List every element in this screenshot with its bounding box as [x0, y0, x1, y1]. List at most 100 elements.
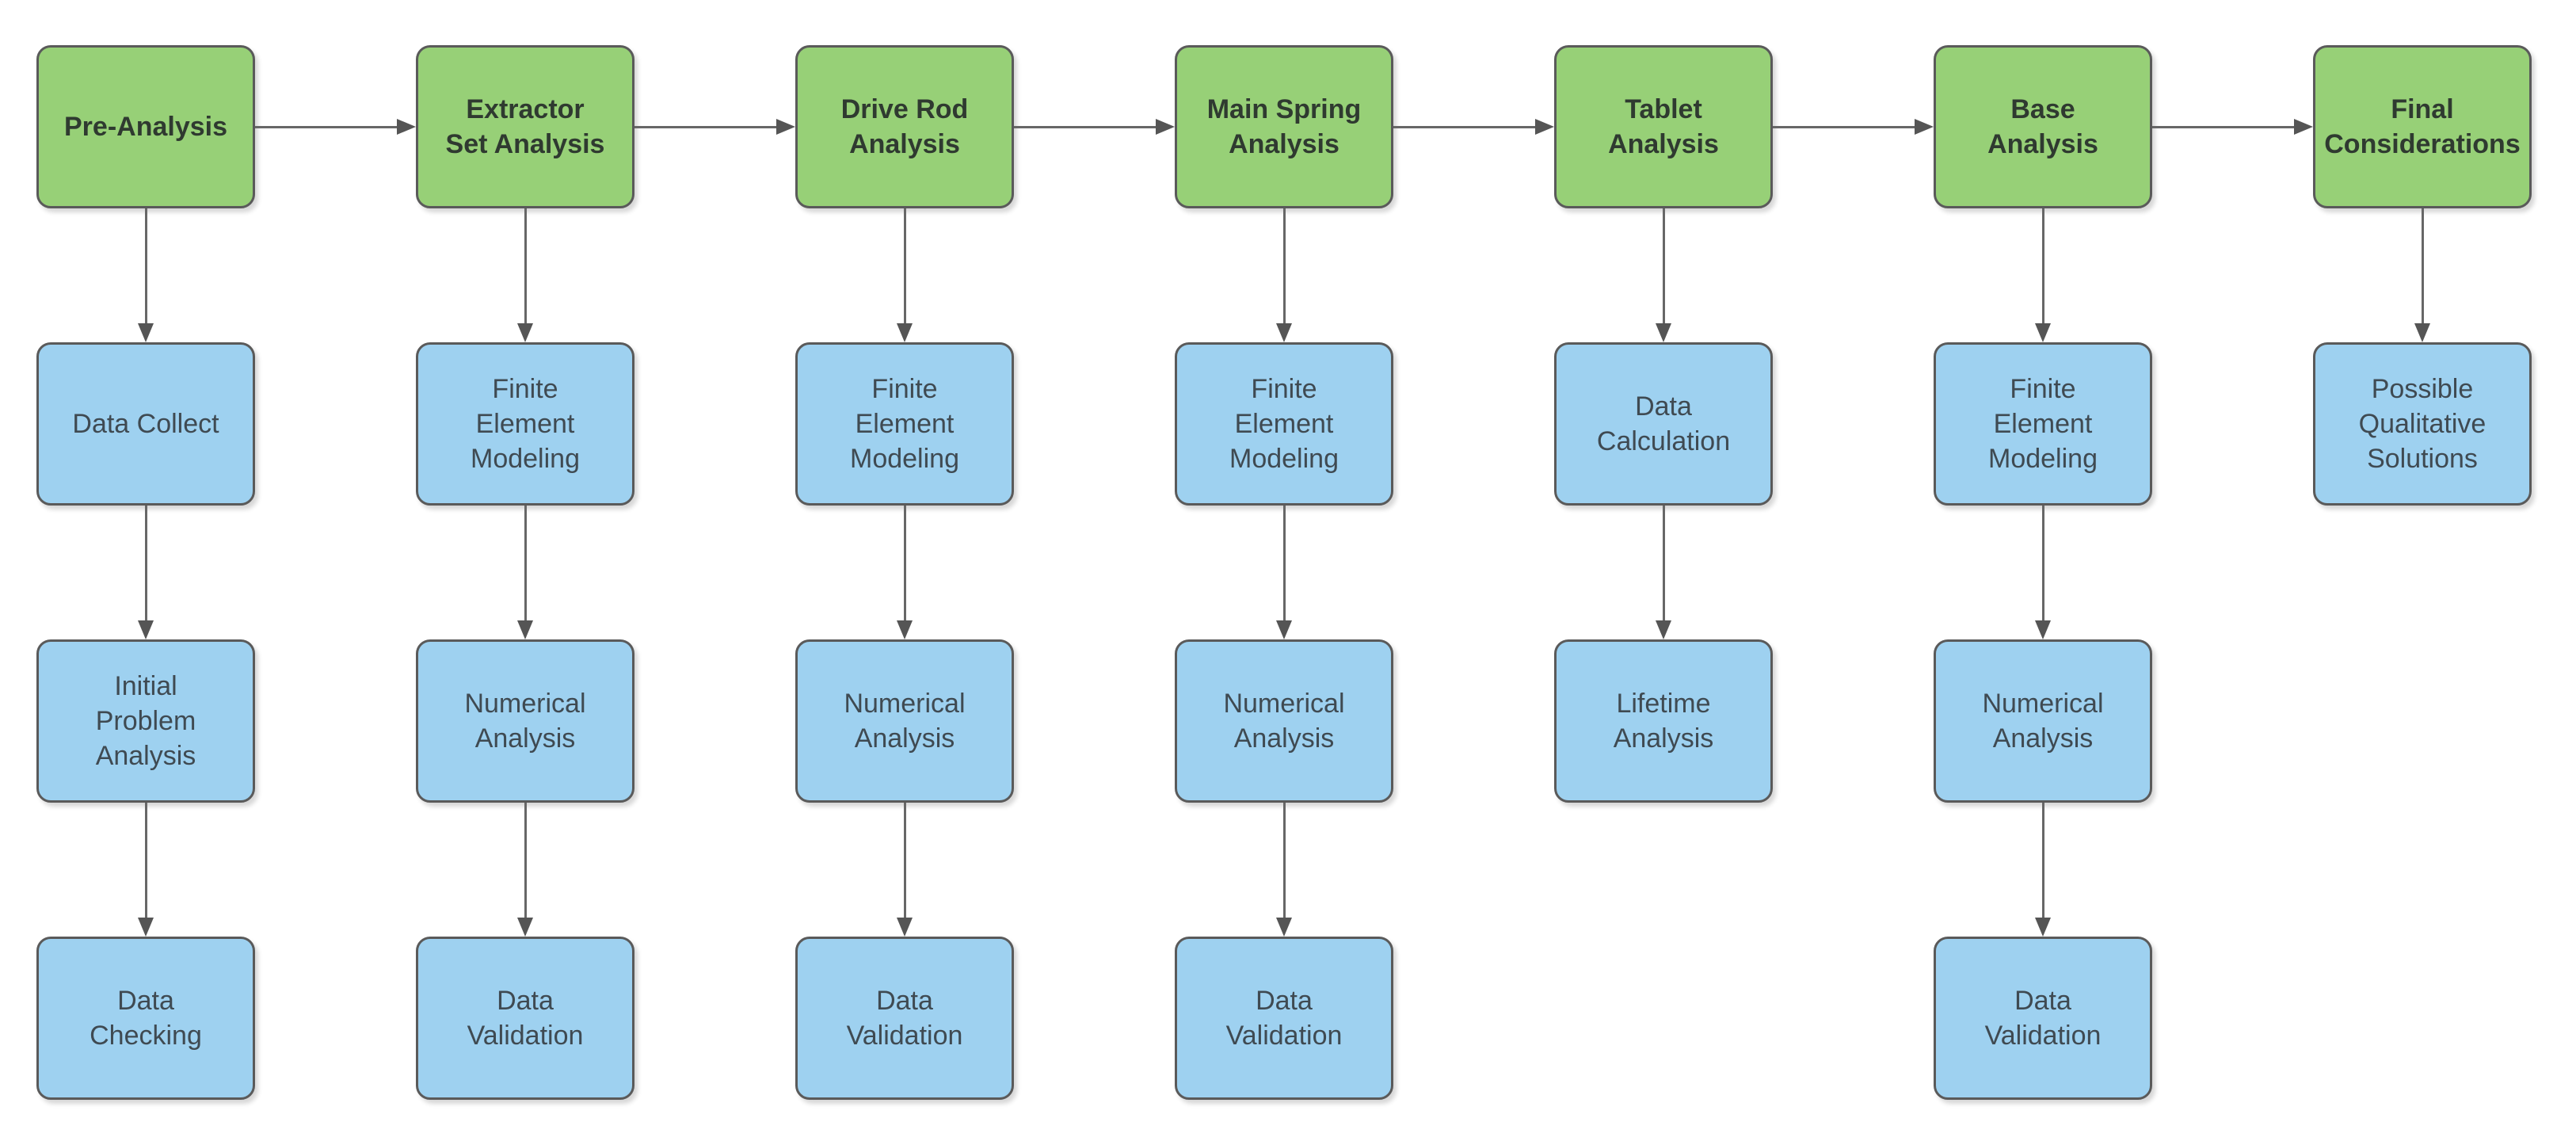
- flow-node-label-line: Analysis: [95, 741, 196, 771]
- arrow-down-line: [1282, 208, 1286, 325]
- flow-node-label-line: Numerical: [844, 689, 966, 719]
- flow-node-data-collect: Data Collect: [36, 342, 255, 506]
- flow-node-label-line: Numerical: [1982, 689, 2104, 719]
- arrow-down-head-icon: [897, 620, 913, 639]
- flow-node-label-line: Modeling: [850, 444, 959, 474]
- flow-node-label-line: Data: [117, 986, 174, 1016]
- flow-node-label-line: Calculation: [1596, 426, 1731, 456]
- arrow-down-head-icon: [138, 323, 154, 342]
- arrow-down-head-icon: [1656, 620, 1671, 639]
- arrow-right-head-icon: [1156, 119, 1175, 135]
- flow-node-label-line: Drive Rod: [840, 94, 969, 124]
- arrow-down-head-icon: [1276, 620, 1292, 639]
- arrow-right-line: [1773, 125, 1916, 128]
- flow-node-label-line: Pre-Analysis: [64, 112, 227, 142]
- flow-node-label-line: Element: [855, 409, 955, 439]
- arrow-down-line: [144, 803, 147, 919]
- arrow-down-line: [903, 803, 906, 919]
- arrow-down-head-icon: [517, 918, 533, 937]
- flow-node-label-line: Element: [1993, 409, 2093, 439]
- flow-node-label-line: Lifetime: [1616, 689, 1711, 719]
- flow-node-label-line: Analysis: [474, 723, 576, 754]
- arrow-right-line: [1014, 125, 1157, 128]
- flow-node-label-line: Modeling: [1988, 444, 2098, 474]
- flow-node-label-line: Checking: [90, 1021, 202, 1051]
- flow-node-label-line: Data: [2014, 986, 2071, 1016]
- arrow-down-line: [903, 506, 906, 622]
- flow-node-label-line: Analysis: [1987, 129, 2098, 159]
- flow-node-label-line: Analysis: [854, 723, 955, 754]
- flow-node-label-line: Validation: [1984, 1021, 2102, 1051]
- flow-node-label-line: Solutions: [2367, 444, 2478, 474]
- flow-node-label-line: Analysis: [1992, 723, 2094, 754]
- flow-node-label-line: Set Analysis: [445, 129, 605, 159]
- arrow-down-head-icon: [897, 918, 913, 937]
- flow-node-label-line: Analysis: [1613, 723, 1714, 754]
- flow-node-label-line: Finite: [871, 374, 938, 404]
- arrow-right-line: [1393, 125, 1537, 128]
- arrow-right-head-icon: [1915, 119, 1934, 135]
- flow-node-label-line: Possible: [2371, 374, 2474, 404]
- arrow-down-head-icon: [1276, 323, 1292, 342]
- arrow-down-line: [2041, 208, 2044, 325]
- flow-node-label-line: Analysis: [1608, 129, 1719, 159]
- flow-node-label-line: Validation: [1225, 1021, 1343, 1051]
- arrow-down-line: [144, 208, 147, 325]
- arrow-down-head-icon: [138, 620, 154, 639]
- flow-node-label-line: Validation: [467, 1021, 584, 1051]
- arrow-down-head-icon: [517, 323, 533, 342]
- flow-node-label-line: Finite: [1251, 374, 1317, 404]
- flow-node-label-line: Analysis: [849, 129, 960, 159]
- arrow-down-line: [1662, 506, 1665, 622]
- flow-node-label-line: Tablet: [1625, 94, 1702, 124]
- flow-node-label-line: Element: [1234, 409, 1334, 439]
- arrow-right-head-icon: [776, 119, 795, 135]
- flow-node-label-line: Data: [1256, 986, 1313, 1016]
- arrow-right-line: [634, 125, 778, 128]
- arrow-down-head-icon: [2414, 323, 2430, 342]
- flow-node-label-line: Final: [2391, 94, 2454, 124]
- arrow-down-head-icon: [1276, 918, 1292, 937]
- flow-node-label-line: Finite: [492, 374, 558, 404]
- arrow-down-line: [2041, 506, 2044, 622]
- arrow-down-line: [1282, 506, 1286, 622]
- arrow-right-head-icon: [397, 119, 416, 135]
- flow-node-label-line: Initial: [114, 671, 177, 701]
- arrow-down-line: [1662, 208, 1665, 325]
- flow-node-pre-analysis: Pre-Analysis: [36, 45, 255, 208]
- flow-node-label-line: Data: [1635, 391, 1692, 422]
- arrow-down-line: [524, 803, 527, 919]
- arrow-down-line: [144, 506, 147, 622]
- arrow-down-head-icon: [138, 918, 154, 937]
- arrow-down-head-icon: [897, 323, 913, 342]
- arrow-right-head-icon: [1535, 119, 1554, 135]
- flow-node-label-line: Numerical: [1223, 689, 1345, 719]
- flow-node-label-line: Data: [876, 986, 933, 1016]
- arrow-right-line: [2152, 125, 2296, 128]
- arrow-right-line: [255, 125, 398, 128]
- arrow-down-line: [2041, 803, 2044, 919]
- arrow-down-head-icon: [2035, 323, 2051, 342]
- flow-node-label-line: Extractor: [466, 94, 585, 124]
